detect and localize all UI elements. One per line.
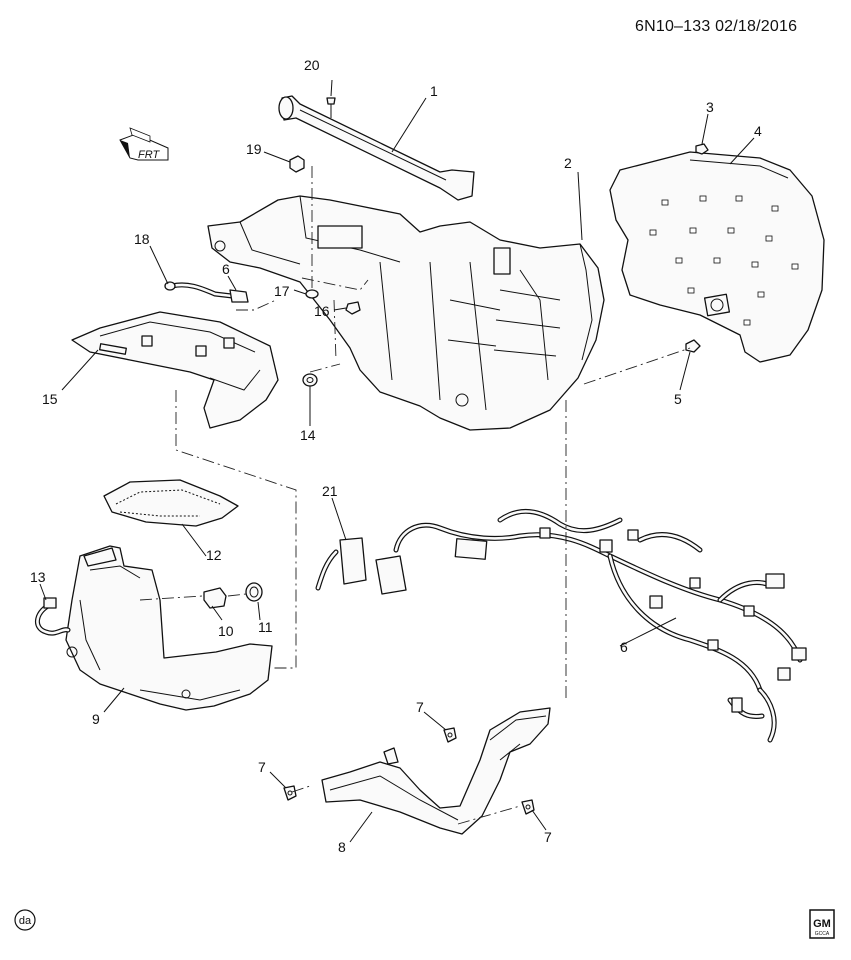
callout-10: 10 <box>218 623 234 639</box>
callout-13: 13 <box>30 569 46 585</box>
callout-16: 16 <box>314 303 330 319</box>
part-14-washer <box>302 373 318 387</box>
gm-logo-subtext: GCCA <box>815 931 830 937</box>
part-6-main-harness <box>393 508 807 743</box>
callout-14: 14 <box>300 427 316 443</box>
front-direction-label: FRT <box>138 149 160 161</box>
part-19-nut <box>289 155 305 173</box>
gm-logo: GM GCCA <box>809 909 835 939</box>
callout-11: 11 <box>258 619 273 635</box>
da-badge: da <box>14 909 36 931</box>
part-21-module-connectors <box>315 537 407 595</box>
callout-1: 1 <box>430 83 438 99</box>
callout-19: 19 <box>246 141 262 157</box>
part-5-clip <box>685 339 701 353</box>
part-9-lower-bin <box>65 545 273 711</box>
part-6-connector <box>229 289 249 303</box>
part-17-grommet <box>305 289 319 299</box>
callout-7-a: 7 <box>416 699 424 715</box>
part-4-side-panel <box>609 151 825 363</box>
front-direction-arrow-icon: FRT <box>119 127 169 161</box>
callout-12: 12 <box>206 547 222 563</box>
callout-6-harness: 6 <box>620 639 628 655</box>
callout-3: 3 <box>706 99 714 115</box>
callout-18: 18 <box>134 231 150 247</box>
part-7-pin-a <box>443 727 457 743</box>
part-18-wire-lead <box>164 281 235 299</box>
part-7-pin-c <box>521 799 535 815</box>
callout-7-b: 7 <box>258 759 266 775</box>
callout-21: 21 <box>322 483 338 499</box>
callout-17: 17 <box>274 283 290 299</box>
callout-2: 2 <box>564 155 572 171</box>
callout-numbers: 1 2 3 4 5 6 6 7 7 7 8 9 10 11 12 13 14 1… <box>30 57 762 855</box>
part-3-clip <box>695 143 709 155</box>
part-8-floor-duct <box>321 707 551 835</box>
callout-5: 5 <box>674 391 682 407</box>
part-7-pin-b <box>283 785 297 801</box>
part-12-mat <box>103 479 239 527</box>
part-20-screw <box>326 97 336 118</box>
part-10-switch <box>203 587 227 609</box>
part-13-small-harness <box>35 597 71 636</box>
part-2-console-bracket <box>207 195 605 431</box>
gm-logo-text: GM <box>813 918 831 930</box>
callout-15: 15 <box>42 391 58 407</box>
callout-6-connector: 6 <box>222 261 230 277</box>
callout-9: 9 <box>92 711 100 727</box>
part-1-duct <box>278 95 475 201</box>
da-badge-label: da <box>19 915 32 927</box>
callout-8: 8 <box>338 839 346 855</box>
callout-7-c: 7 <box>544 829 552 845</box>
leader-lines <box>39 79 755 843</box>
callout-4: 4 <box>754 123 762 139</box>
callout-20: 20 <box>304 57 320 73</box>
part-15-trim-plate <box>71 311 279 429</box>
part-16-clip <box>345 301 361 315</box>
diagram-reference-id: 6N10–133 02/18/2016 <box>635 18 798 35</box>
part-11-socket <box>245 582 263 602</box>
assembly-lines <box>139 166 691 825</box>
